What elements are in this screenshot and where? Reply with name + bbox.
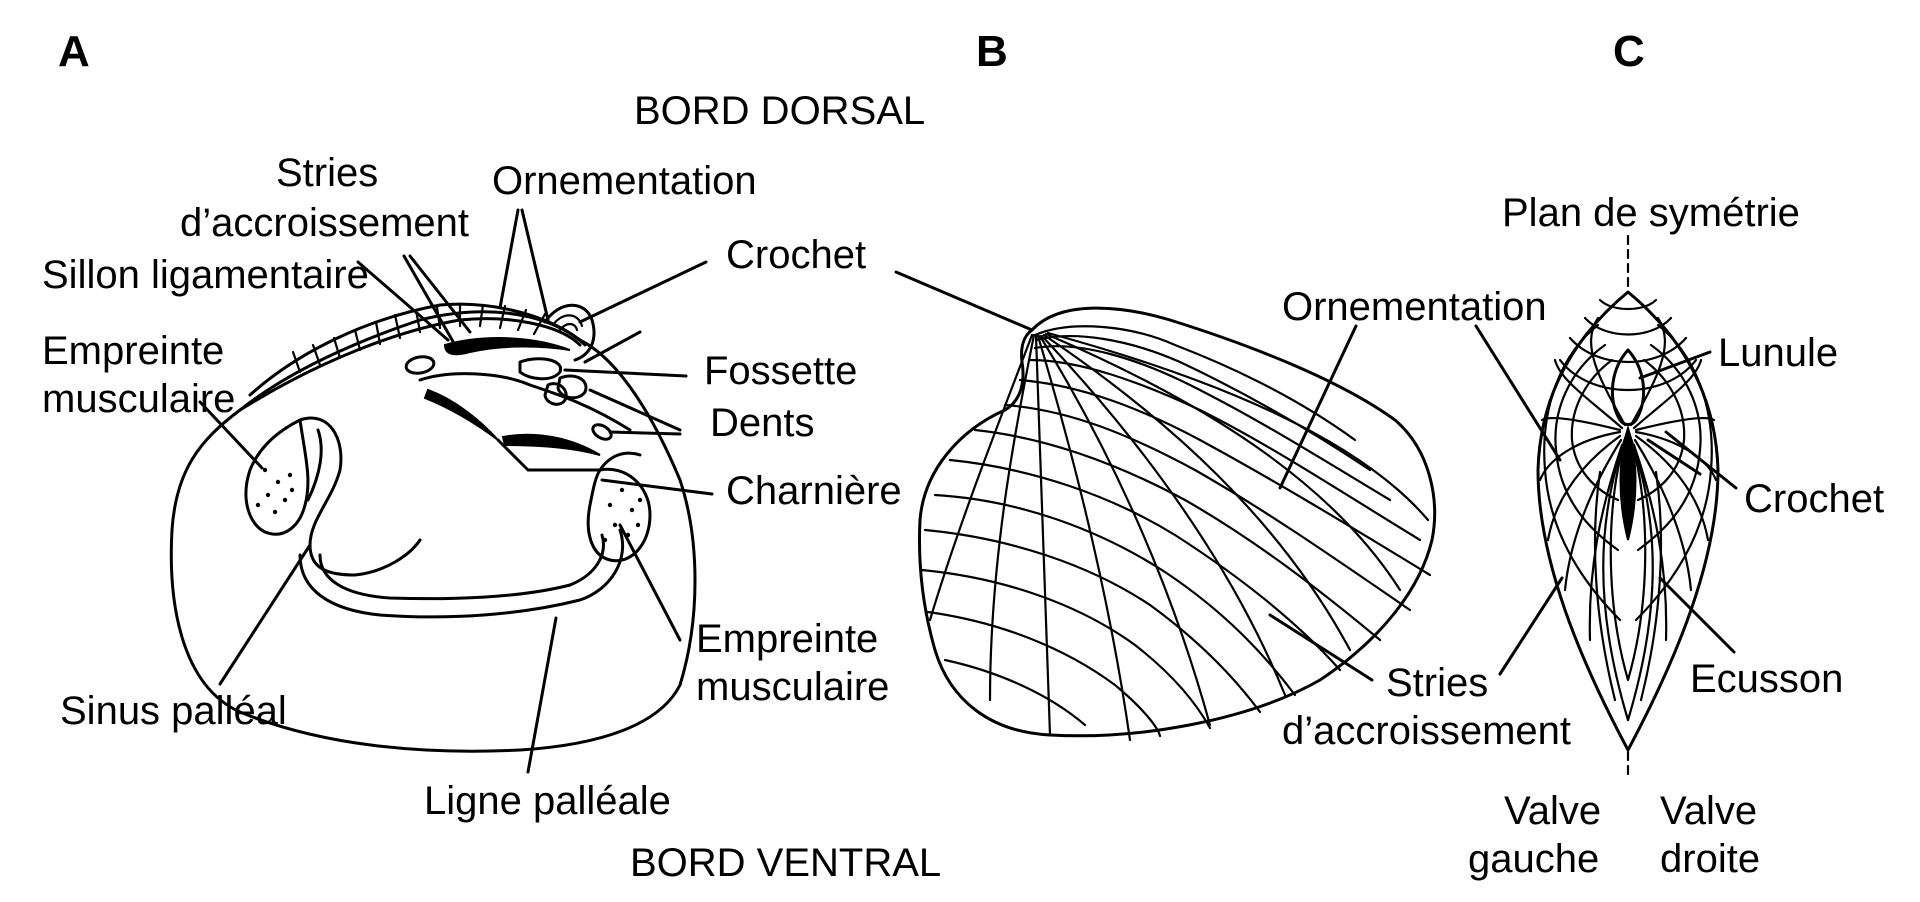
panel-c-leaders <box>1474 324 1738 676</box>
label-sinus: Sinus palléal <box>60 689 287 733</box>
panel-a-leaders <box>198 208 714 774</box>
label-stries-line2: d’accroissement <box>180 201 469 245</box>
muscle-scar-right <box>586 467 652 563</box>
valves-outline <box>1536 290 1720 752</box>
label-sillon: Sillon ligamentaire <box>42 253 369 297</box>
label-empreinte-left-2: musculaire <box>42 377 235 421</box>
label-ornementation-a: Ornementation <box>492 159 757 203</box>
scar-stipple <box>255 467 643 543</box>
muscle-scar-left <box>244 418 310 536</box>
shell-dorsal-view-drawing <box>1536 234 1720 780</box>
label-crochet-a: Crochet <box>726 233 866 277</box>
label-fossette: Fossette <box>704 349 857 393</box>
label-plan-symetrie: Plan de symétrie <box>1502 191 1800 235</box>
shell-b-outline <box>918 306 1437 738</box>
panel-a-title: A <box>58 27 90 76</box>
shell-outline <box>169 310 697 753</box>
shell-exterior-drawing <box>918 306 1437 742</box>
label-ecusson: Ecusson <box>1690 657 1843 701</box>
label-valve-droite-1: Valve <box>1660 789 1757 833</box>
label-stries-line1: Stries <box>276 151 378 195</box>
label-stries-b-1: Stries <box>1386 661 1488 705</box>
dorsal-edge-label: BORD DORSAL <box>634 89 925 133</box>
label-charniere: Charnière <box>726 469 902 513</box>
umbo <box>543 303 596 362</box>
shell-interior-drawing <box>169 302 697 753</box>
panel-b-leaders <box>894 270 1374 682</box>
pallial-line <box>298 416 422 577</box>
lunule <box>1610 348 1646 426</box>
label-stries-b-2: d’accroissement <box>1282 709 1571 753</box>
label-valve-droite-2: droite <box>1660 837 1760 881</box>
ligament-groove <box>443 337 571 356</box>
label-lunule: Lunule <box>1718 331 1838 375</box>
label-empreinte-right-2: musculaire <box>696 665 889 709</box>
label-dents: Dents <box>710 401 815 445</box>
panel-b-title: B <box>976 27 1008 76</box>
hinge-teeth <box>501 433 601 456</box>
ecusson <box>1619 424 1637 541</box>
fossette-socket <box>518 357 563 381</box>
label-empreinte-right-1: Empreinte <box>696 617 878 661</box>
label-ornementation-b: Ornementation <box>1282 285 1547 329</box>
ventral-edge-label: BORD VENTRAL <box>630 841 941 885</box>
label-crochet-c: Crochet <box>1744 477 1884 521</box>
panel-c-title: C <box>1613 27 1645 76</box>
label-empreinte-left-1: Empreinte <box>42 329 224 373</box>
label-ligne-palleale: Ligne palléale <box>424 779 671 823</box>
label-valve-gauche-1: Valve <box>1504 789 1601 833</box>
label-valve-gauche-2: gauche <box>1468 837 1599 881</box>
